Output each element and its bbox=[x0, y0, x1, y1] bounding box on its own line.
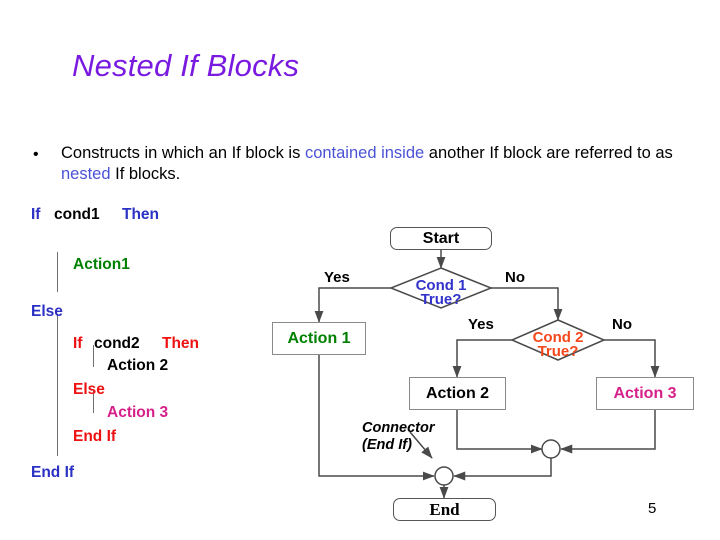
code-kw-else-outer: Else bbox=[31, 303, 63, 320]
flow-node-cond2-label: Cond 2 True? bbox=[508, 329, 608, 360]
code-cond2: cond2 bbox=[94, 335, 140, 352]
edge-inner-to-outer-connector bbox=[453, 458, 552, 481]
edge-cond2-yes-to-action2 bbox=[452, 339, 512, 378]
bullet-highlight-contained-inside: contained inside bbox=[304, 144, 425, 162]
bullet-highlight-nested: nested bbox=[61, 165, 111, 183]
code-cond1: cond1 bbox=[54, 206, 100, 223]
connector-annotation-line2: (End If) bbox=[362, 437, 412, 453]
code-kw-then-outer: Then bbox=[122, 206, 160, 223]
flow-node-action1-label: Action 1 bbox=[287, 329, 351, 347]
flow-node-end[interactable]: End bbox=[393, 498, 496, 521]
flow-node-action2-label: Action 2 bbox=[425, 384, 490, 402]
code-kw-if-inner: If bbox=[73, 335, 83, 352]
edge-label-cond2-yes: Yes bbox=[468, 316, 494, 333]
edge-cond1-yes-to-action1 bbox=[314, 287, 391, 323]
connector-note-pointer bbox=[409, 431, 433, 459]
shape-outer-connector-circle bbox=[434, 466, 454, 486]
shape-cond2-diamond bbox=[510, 319, 606, 361]
edge-label-cond1-no: No bbox=[505, 269, 525, 286]
flow-node-end-label: End bbox=[429, 499, 460, 519]
code-kw-endif-inner: End If bbox=[73, 428, 117, 445]
edge-cond1-no-to-cond2 bbox=[491, 287, 563, 321]
bullet-paragraph: • Constructs in which an If block is con… bbox=[33, 143, 709, 185]
edge-action3-to-inner-connector bbox=[560, 410, 656, 454]
indent-guide-inner-else bbox=[93, 391, 94, 413]
code-action1: Action1 bbox=[73, 256, 130, 273]
flow-node-action2[interactable]: Action 2 bbox=[409, 377, 506, 410]
flow-node-cond1-line1: Cond 1 bbox=[415, 277, 467, 294]
connector-annotation: Connector (End If) bbox=[362, 420, 435, 454]
flow-node-cond2-line2: True? bbox=[537, 343, 579, 360]
code-kw-else-inner: Else bbox=[73, 381, 105, 398]
indent-guide-outer-then bbox=[57, 252, 58, 292]
bullet-marker: • bbox=[33, 146, 39, 163]
edge-action1-to-outer-connector bbox=[318, 355, 435, 481]
flow-node-cond2-line1: Cond 2 bbox=[532, 329, 584, 346]
code-kw-then-inner: Then bbox=[162, 335, 200, 352]
edge-label-cond1-yes: Yes bbox=[324, 269, 350, 286]
code-kw-endif-outer: End If bbox=[31, 464, 75, 481]
page-number: 5 bbox=[648, 500, 657, 517]
connector-annotation-line1: Connector bbox=[362, 420, 435, 436]
indent-guide-outer-else bbox=[57, 314, 58, 456]
page-title: Nested If Blocks bbox=[72, 48, 300, 83]
flow-node-cond1-label: Cond 1 True? bbox=[391, 277, 491, 308]
code-action2: Action 2 bbox=[107, 357, 169, 374]
code-action3: Action 3 bbox=[107, 404, 169, 421]
flow-node-start[interactable]: Start bbox=[390, 227, 492, 250]
flow-node-action1[interactable]: Action 1 bbox=[272, 322, 366, 355]
flow-node-cond1-line2: True? bbox=[420, 291, 462, 308]
edge-label-cond2-no: No bbox=[612, 316, 632, 333]
bullet-text: Constructs in which an If block is conta… bbox=[61, 143, 709, 185]
edge-action2-to-inner-connector bbox=[456, 410, 543, 454]
indent-guide-inner-then bbox=[93, 345, 94, 367]
bullet-text-part1: Constructs in which an If block is bbox=[61, 144, 305, 162]
flow-node-action3[interactable]: Action 3 bbox=[596, 377, 694, 410]
bullet-text-part3: If blocks. bbox=[110, 165, 181, 183]
shape-cond1-diamond bbox=[388, 267, 494, 309]
shape-inner-connector-circle bbox=[541, 439, 561, 459]
edge-cond2-no-to-action3 bbox=[604, 339, 660, 378]
flow-node-action3-label: Action 3 bbox=[613, 384, 677, 402]
bullet-text-part2: another If block are referred to as bbox=[424, 144, 673, 162]
code-kw-if-outer: If bbox=[31, 206, 41, 223]
flow-node-start-label: Start bbox=[422, 229, 460, 247]
